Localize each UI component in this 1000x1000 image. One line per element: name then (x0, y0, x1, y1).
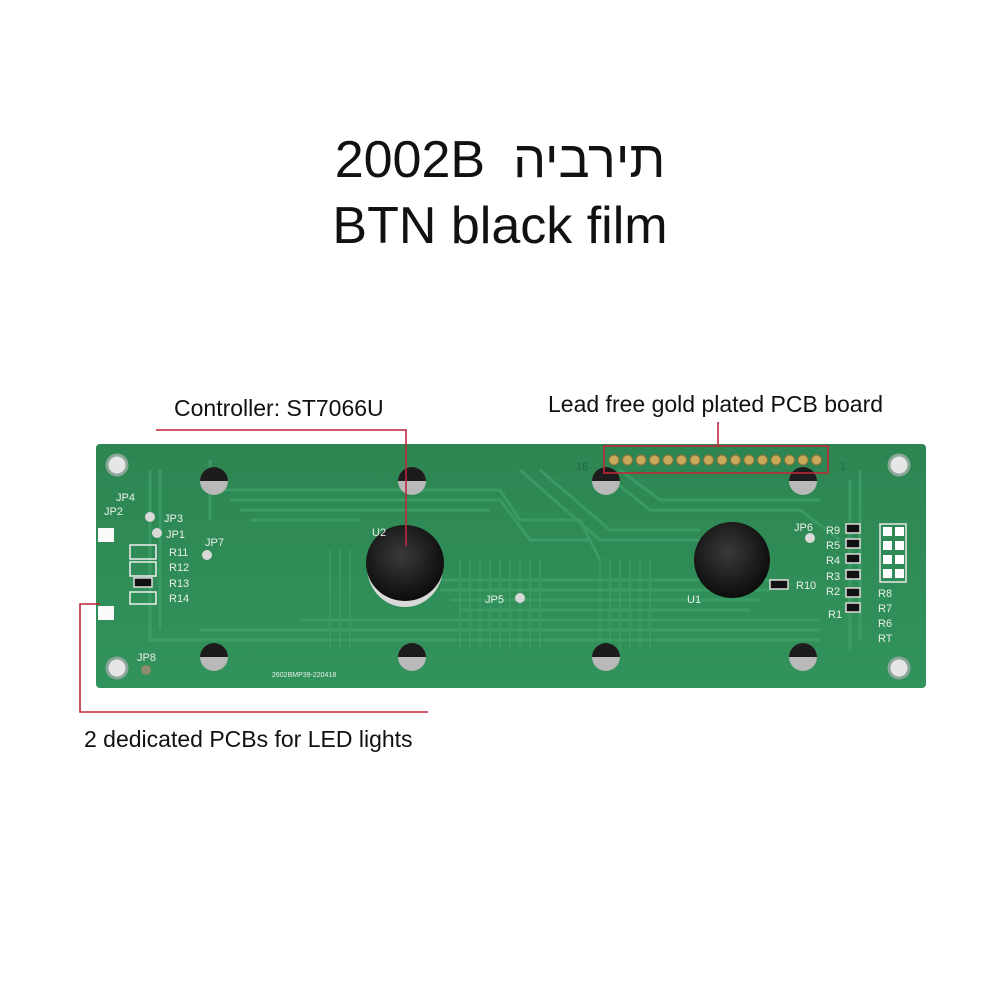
led-callout-line (79, 603, 428, 713)
silk-r12: R12 (169, 562, 189, 574)
model-number: 2002B (334, 131, 486, 189)
silkscreen-labels: JP4 JP2 JP3 JP1 JP7 R11 R12 R13 R14 JP8 … (104, 461, 893, 679)
silk-r14: R14 (169, 593, 189, 605)
gold-pin (662, 454, 674, 466)
silk-jp1: JP1 (166, 529, 185, 541)
silk-r7: R7 (878, 603, 892, 615)
silk-r13: R13 (169, 578, 189, 590)
gold-pin (689, 454, 701, 466)
silk-pin16: 16 (576, 461, 588, 473)
smd-resistors-right (769, 523, 907, 613)
title-line-1: 2002B תירביה (0, 130, 1000, 190)
silk-r8: R8 (878, 588, 892, 600)
silk-u2: U2 (372, 527, 386, 539)
gold-pin (743, 454, 755, 466)
gold-pin (784, 454, 795, 466)
gold-pin (757, 454, 768, 466)
gold-pin (635, 454, 647, 466)
silk-r3: R3 (826, 571, 840, 583)
controller-callout-line (156, 429, 407, 546)
hebrew-title: תירביה (513, 131, 666, 189)
gold-pin (730, 454, 741, 466)
controller-callout-label: Controller: ST7066U (174, 395, 384, 421)
gold-pin-highlight-box (603, 445, 829, 474)
silk-jp8: JP8 (137, 652, 156, 664)
gold-pin-header (608, 454, 822, 466)
u1-epoxy-blob (694, 522, 770, 598)
bezel-tabs (200, 467, 817, 671)
led-pcb-callout-label: 2 dedicated PCBs for LED lights (84, 726, 413, 752)
silk-jp3: JP3 (164, 513, 183, 525)
silk-r5: R5 (826, 540, 840, 552)
gold-pin (676, 454, 687, 466)
gold-pin (649, 454, 660, 466)
silk-r10: R10 (796, 580, 816, 592)
u2-epoxy-blob (366, 525, 444, 601)
silk-r4: R4 (826, 555, 840, 567)
callout-lines (79, 422, 829, 713)
silk-jp7: JP7 (205, 537, 224, 549)
gold-pin (811, 454, 822, 466)
gold-pin (797, 454, 809, 466)
gold-pin (608, 454, 620, 466)
silk-r9: R9 (826, 525, 840, 537)
silk-r2: R2 (826, 586, 840, 598)
gold-pin (703, 454, 714, 466)
mounting-holes (105, 453, 911, 680)
smd-resistors-left (98, 512, 815, 675)
silk-jp2: JP2 (104, 506, 123, 518)
gold-pin (716, 454, 728, 466)
gold-pin (770, 454, 782, 466)
silk-jp4: JP4 (116, 492, 135, 504)
silk-r6: R6 (878, 618, 892, 630)
silk-r1: R1 (828, 609, 842, 621)
silk-u1: U1 (687, 594, 701, 606)
gold-pin (622, 454, 633, 466)
silk-part-code: 2602BMP39-220418 (272, 672, 336, 679)
silk-pin1: 1 (840, 461, 846, 473)
gold-pcb-callout-label: Lead free gold plated PCB board (548, 391, 884, 417)
subtitle: BTN black film (332, 197, 668, 255)
silk-jp6: JP6 (794, 522, 813, 534)
silk-rt: RT (878, 633, 893, 645)
silk-r11: R11 (169, 547, 188, 559)
silk-jp5: JP5 (485, 594, 504, 606)
